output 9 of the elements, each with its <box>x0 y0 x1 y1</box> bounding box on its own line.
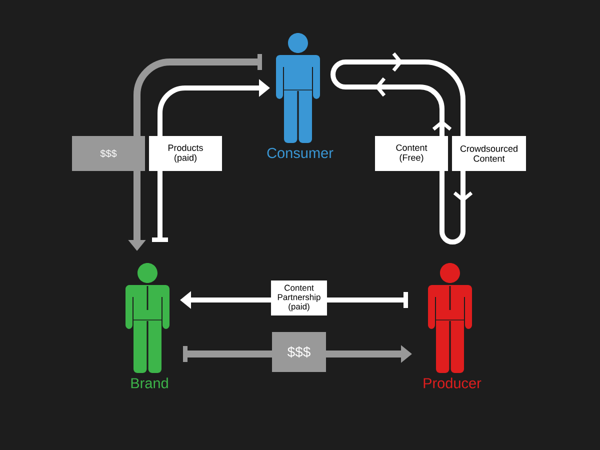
edge-label: Content (Free) <box>375 136 448 171</box>
edge-label: Content Partnership (paid) <box>271 280 327 316</box>
name-label: Producer <box>424 378 482 388</box>
name-label: Consumer <box>267 148 334 158</box>
edge-label: Products (paid) <box>149 136 222 171</box>
edge-label: $$$ <box>72 136 145 171</box>
edge-label: Crowdsourced Content <box>452 136 526 171</box>
name-label: Brand <box>131 378 168 388</box>
edge-label: $$$ <box>272 332 326 372</box>
